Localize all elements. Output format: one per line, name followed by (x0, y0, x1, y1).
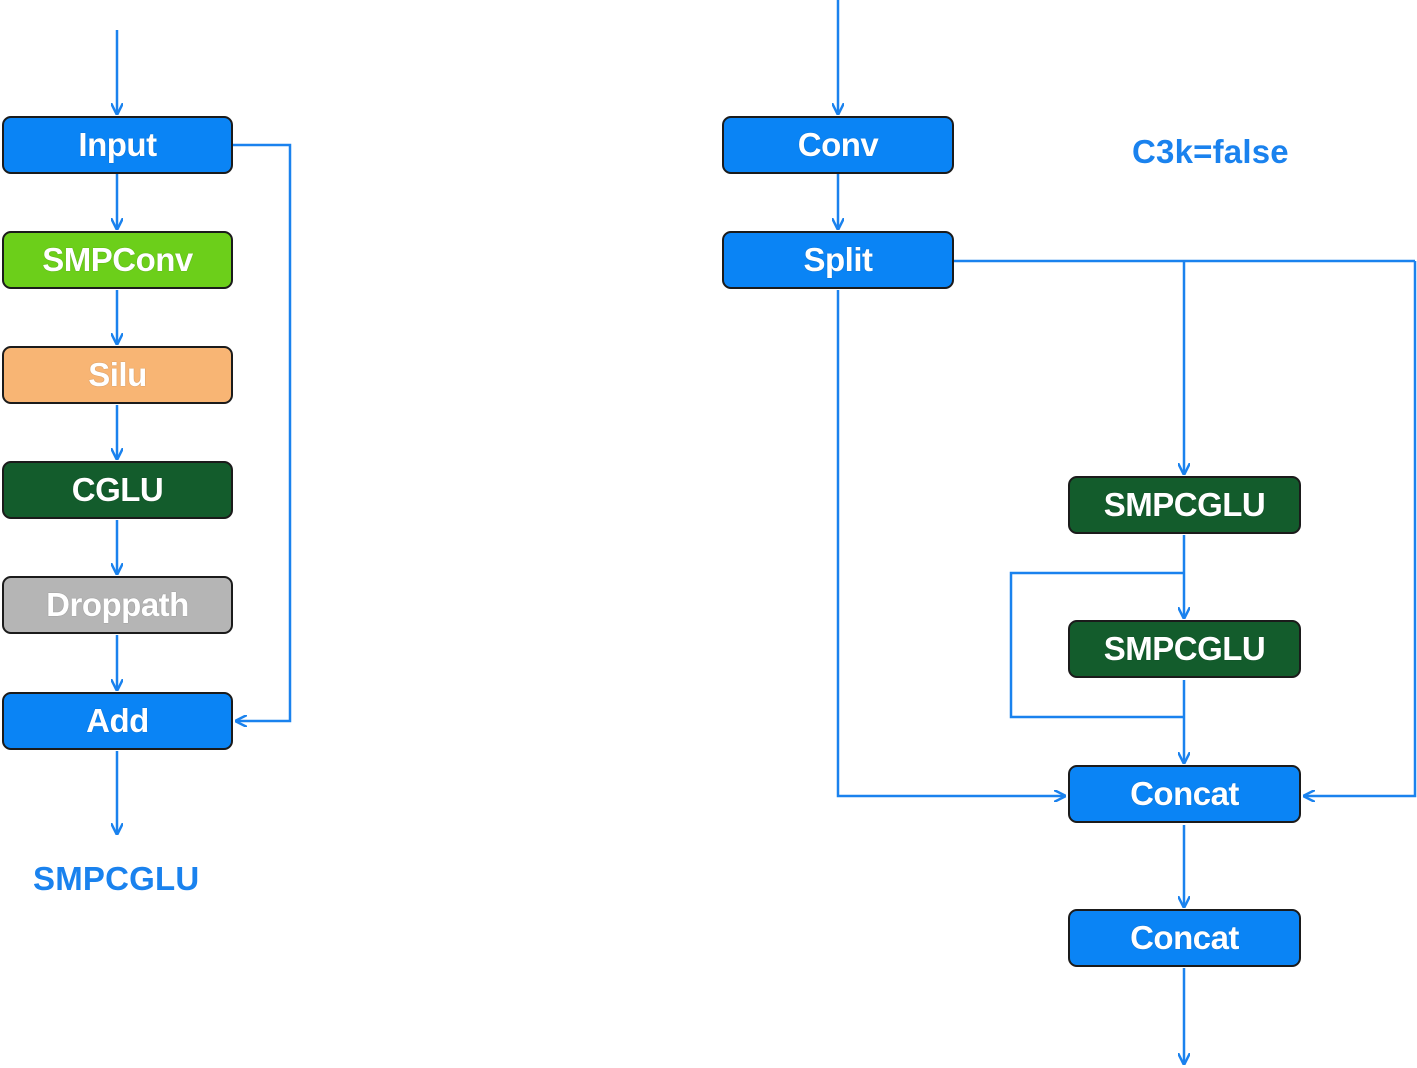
silu-label: Silu (88, 356, 147, 393)
edge-residual-skip (232, 143, 292, 721)
split-label: Split (803, 241, 874, 278)
edge-inner-loop (1009, 571, 1184, 719)
concat-label-2: Concat (1130, 919, 1239, 956)
conv-node: Conv (722, 116, 954, 174)
cglu-label: CGLU (71, 471, 164, 508)
edge-split-concat-left (836, 290, 1065, 796)
concat-label-1: Concat (1130, 775, 1239, 812)
concat-node-1: Concat (1068, 765, 1301, 823)
droppath-label: Droppath (46, 586, 189, 623)
input-label: Input (78, 126, 157, 163)
smpcglu-node-2: SMPCGLU (1068, 620, 1301, 678)
concat-node-2: Concat (1068, 909, 1301, 967)
right-block-caption: C3k=false (1132, 133, 1289, 170)
droppath-node: Droppath (2, 576, 233, 634)
add-node: Add (2, 692, 233, 750)
input-node: Input (2, 116, 233, 174)
silu-node: Silu (2, 346, 233, 404)
smpcglu-label-1: SMPCGLU (1103, 486, 1266, 523)
smpcglu-node-1: SMPCGLU (1068, 476, 1301, 534)
smpconv-label: SMPConv (42, 241, 193, 278)
conv-label: Conv (797, 126, 879, 163)
smpconv-node: SMPConv (2, 231, 233, 289)
edge-split-concat-right (1304, 261, 1417, 796)
split-node: Split (722, 231, 954, 289)
smpcglu-label-2: SMPCGLU (1103, 630, 1266, 667)
add-label: Add (86, 702, 149, 739)
cglu-node: CGLU (2, 461, 233, 519)
left-block-caption: SMPCGLU (33, 860, 200, 897)
